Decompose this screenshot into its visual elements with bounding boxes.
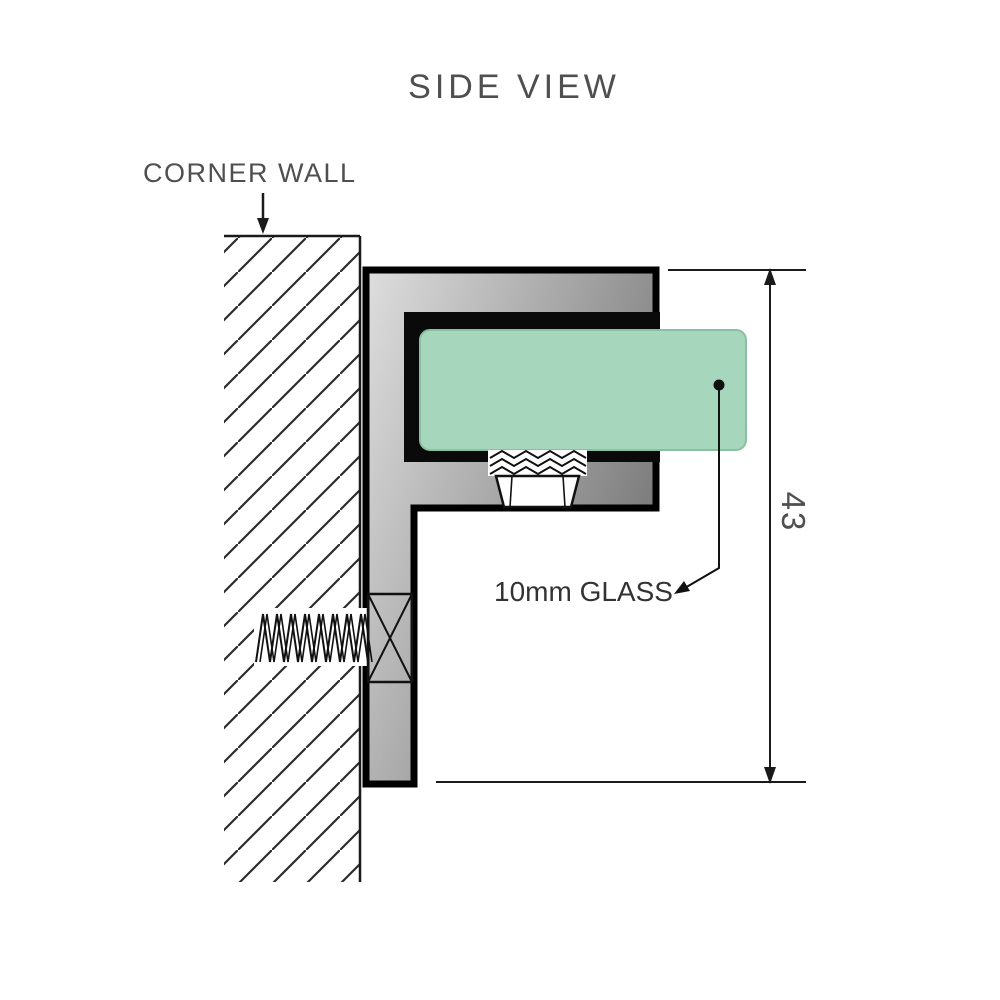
corner-wall-arrow (257, 193, 269, 234)
dimension-arrow-top (764, 268, 776, 285)
screw-head-cross (367, 593, 413, 683)
glass-leader-line (677, 390, 720, 593)
dimension-43: 43 (436, 268, 812, 784)
dimension-arrow-bottom (764, 767, 776, 784)
clamp-screw-cup (494, 474, 581, 509)
dimension-label: 43 (775, 492, 812, 533)
wall-screw (254, 592, 414, 684)
screw-thread-echo (259, 613, 373, 663)
glass-label: 10mm GLASS (494, 576, 673, 607)
glass-leader-arrow (674, 581, 690, 594)
glass-panel (419, 329, 747, 451)
clamp-screw-threads (489, 465, 587, 476)
diagram-title: SIDE VIEW (408, 68, 620, 106)
wall-hatching (224, 236, 360, 882)
corner-wall-label: CORNER WALL (143, 158, 357, 188)
clamp-screw (488, 449, 587, 509)
clamp-screw-backing (488, 450, 587, 476)
glass-leader-dot (713, 379, 725, 391)
clamp-screw-threads (489, 457, 587, 468)
clamp-screw-threads (489, 449, 587, 460)
screw-head (366, 592, 414, 684)
